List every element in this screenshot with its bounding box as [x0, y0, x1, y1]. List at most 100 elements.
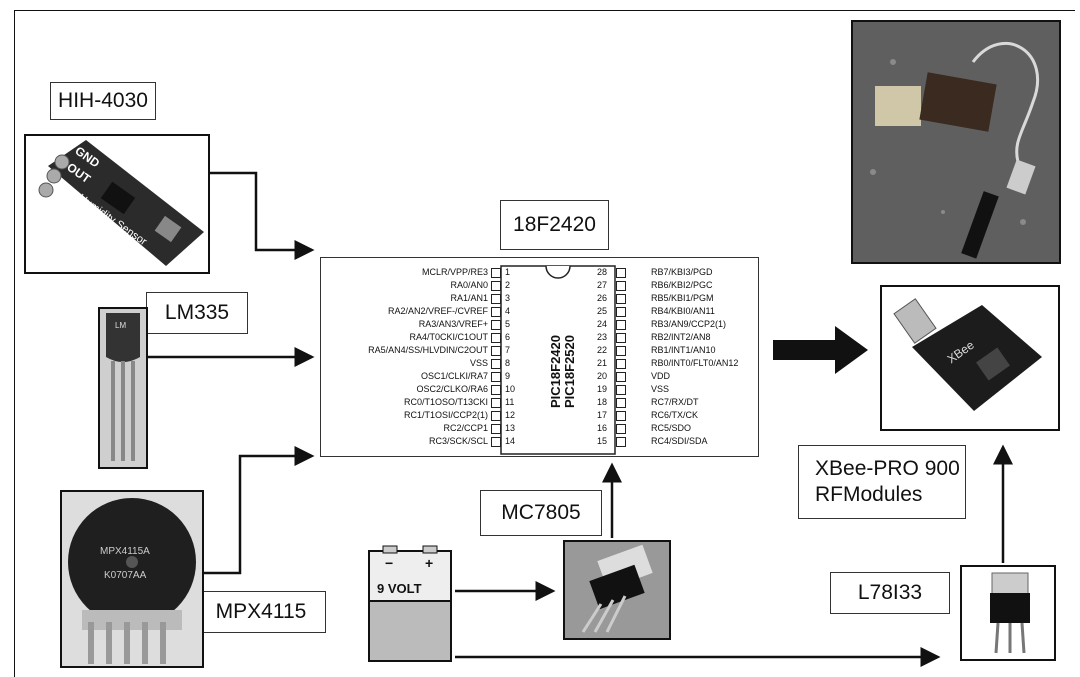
pin-label-right: RC7/RX/DT [651, 397, 699, 407]
pin-pad-left [491, 294, 501, 304]
pin-number-left: 2 [505, 280, 511, 290]
pin-pad-right [616, 359, 626, 369]
pin-number-left: 8 [505, 358, 511, 368]
ic-part-name: PIC18F2420 PIC18F2520 [548, 335, 577, 408]
mpx4115-label: MPX4115 [196, 591, 326, 633]
mpx-part-text: MPX4115A [100, 546, 150, 557]
pin-pad-right [616, 281, 626, 291]
pin-label-left: RC3/SCK/SCL [428, 436, 488, 446]
pin-pad-left [491, 346, 501, 356]
pin-label-left: OSC1/CLKI/RA7 [420, 371, 488, 381]
lm335-photo: LM [98, 307, 148, 469]
pin-number-left: 11 [505, 397, 515, 407]
pin-pad-left [491, 424, 501, 434]
pin-label-right: RB0/INT0/FLT0/AN12 [651, 358, 739, 368]
battery-photo: − + 9 VOLT [367, 545, 453, 663]
mc7805-photo [563, 540, 671, 640]
pin-pad-right [616, 307, 626, 317]
diagram-frame [14, 10, 1075, 677]
pin-number-right: 26 [597, 293, 608, 303]
pin-number-left: 5 [505, 319, 511, 329]
mpx-to-mcu-arrow [202, 446, 315, 575]
lm335-label: LM335 [146, 292, 248, 334]
hih-to-mcu-arrow [206, 171, 315, 260]
pin-number-right: 20 [597, 371, 608, 381]
pin-number-left: 10 [505, 384, 516, 394]
pin-number-right: 21 [597, 358, 608, 368]
pin-number-left: 3 [505, 293, 511, 303]
pin-label-right: VSS [651, 384, 670, 394]
pin-pad-left [491, 411, 501, 421]
pin-number-left: 4 [505, 306, 511, 316]
pin-label-right: RB2/INT2/AN8 [651, 332, 711, 342]
hih-4030-photo: GND OUT 5V Humidity Sensor [24, 134, 210, 274]
pin-label-right: VDD [651, 371, 671, 381]
pin-label-left: RC1/T1OSI/CCP2(1) [403, 410, 488, 420]
pin-label-right: RB1/INT1/AN10 [651, 345, 716, 355]
pin-pad-right [616, 346, 626, 356]
mcu-label: 18F2420 [500, 200, 609, 250]
pin-label-right: RB6/KBI2/PGC [651, 280, 713, 290]
pin-label-left: RA0/AN0 [450, 280, 488, 290]
pin-pad-left [491, 398, 501, 408]
pin-label-left: OSC2/CLKO/RA6 [416, 384, 488, 394]
pin-number-right: 25 [597, 306, 608, 316]
pin-number-right: 28 [597, 267, 608, 277]
pin-pad-right [616, 372, 626, 382]
pin-label-left: MCLR/VPP/RE3 [421, 267, 488, 277]
pin-pad-right [616, 437, 626, 447]
pin-pad-left [491, 333, 501, 343]
pin-pad-left [491, 385, 501, 395]
pin-pad-right [616, 268, 626, 278]
pin-label-right: RB3/AN9/CCP2(1) [651, 319, 727, 329]
mpx-code-text: K0707AA [104, 570, 147, 581]
ic-package-outline [500, 265, 616, 455]
pin-pad-right [616, 294, 626, 304]
pin-number-left: 1 [505, 267, 511, 277]
pin-pad-left [491, 372, 501, 382]
lm-mark-text: LM [115, 321, 127, 330]
pin-label-right: RC4/SDI/SDA [651, 436, 708, 446]
l78i33-label: L78I33 [830, 572, 950, 614]
assembled-board-photo [851, 20, 1061, 264]
battery-plus-text: + [425, 555, 434, 571]
mpx4115-photo: MPX4115A K0707AA [60, 490, 204, 668]
pin-number-right: 22 [597, 345, 608, 355]
pin-number-left: 14 [505, 436, 516, 446]
pin-pad-left [491, 320, 501, 330]
pin-number-right: 24 [597, 319, 608, 329]
pin-number-right: 15 [597, 436, 608, 446]
pin-label-right: RB7/KBI3/PGD [651, 267, 713, 277]
pin-label-left: RA2/AN2/VREF-/CVREF [387, 306, 488, 316]
pin-pad-left [491, 359, 501, 369]
xbee-label: XBee-PRO 900 RFModules [798, 445, 966, 519]
pin-number-right: 27 [597, 280, 608, 290]
hih-4030-label: HIH-4030 [50, 82, 156, 120]
battery-minus-text: − [385, 555, 394, 571]
pin-number-right: 18 [597, 397, 608, 407]
battery-volt-text: 9 VOLT [377, 581, 422, 596]
pin-label-right: RC6/TX/CK [651, 410, 699, 420]
pin-number-right: 17 [597, 410, 608, 420]
pin-pad-right [616, 398, 626, 408]
xbee-photo: XBee [880, 285, 1060, 431]
pin-pad-right [616, 424, 626, 434]
pin-number-left: 9 [505, 371, 511, 381]
pin-pad-left [491, 307, 501, 317]
ic-part-line2: PIC18F2520 [562, 335, 577, 408]
pin-label-left: RA4/T0CKI/C1OUT [409, 332, 488, 342]
pin-number-right: 16 [597, 423, 608, 433]
pin-pad-right [616, 333, 626, 343]
pin-pad-right [616, 320, 626, 330]
pin-label-left: RC2/CCP1 [443, 423, 488, 433]
pin-pad-left [491, 281, 501, 291]
pin-label-right: RB5/KBI1/PGM [651, 293, 714, 303]
l78i33-photo [960, 565, 1056, 661]
pin-label-left: RC0/T1OSO/T13CKI [403, 397, 488, 407]
pin-number-right: 23 [597, 332, 608, 342]
pin-label-right: RC5/SDO [651, 423, 692, 433]
pin-label-left: RA5/AN4/SS/HLVDIN/C2OUT [368, 345, 488, 355]
pin-label-left: RA1/AN1 [450, 293, 488, 303]
